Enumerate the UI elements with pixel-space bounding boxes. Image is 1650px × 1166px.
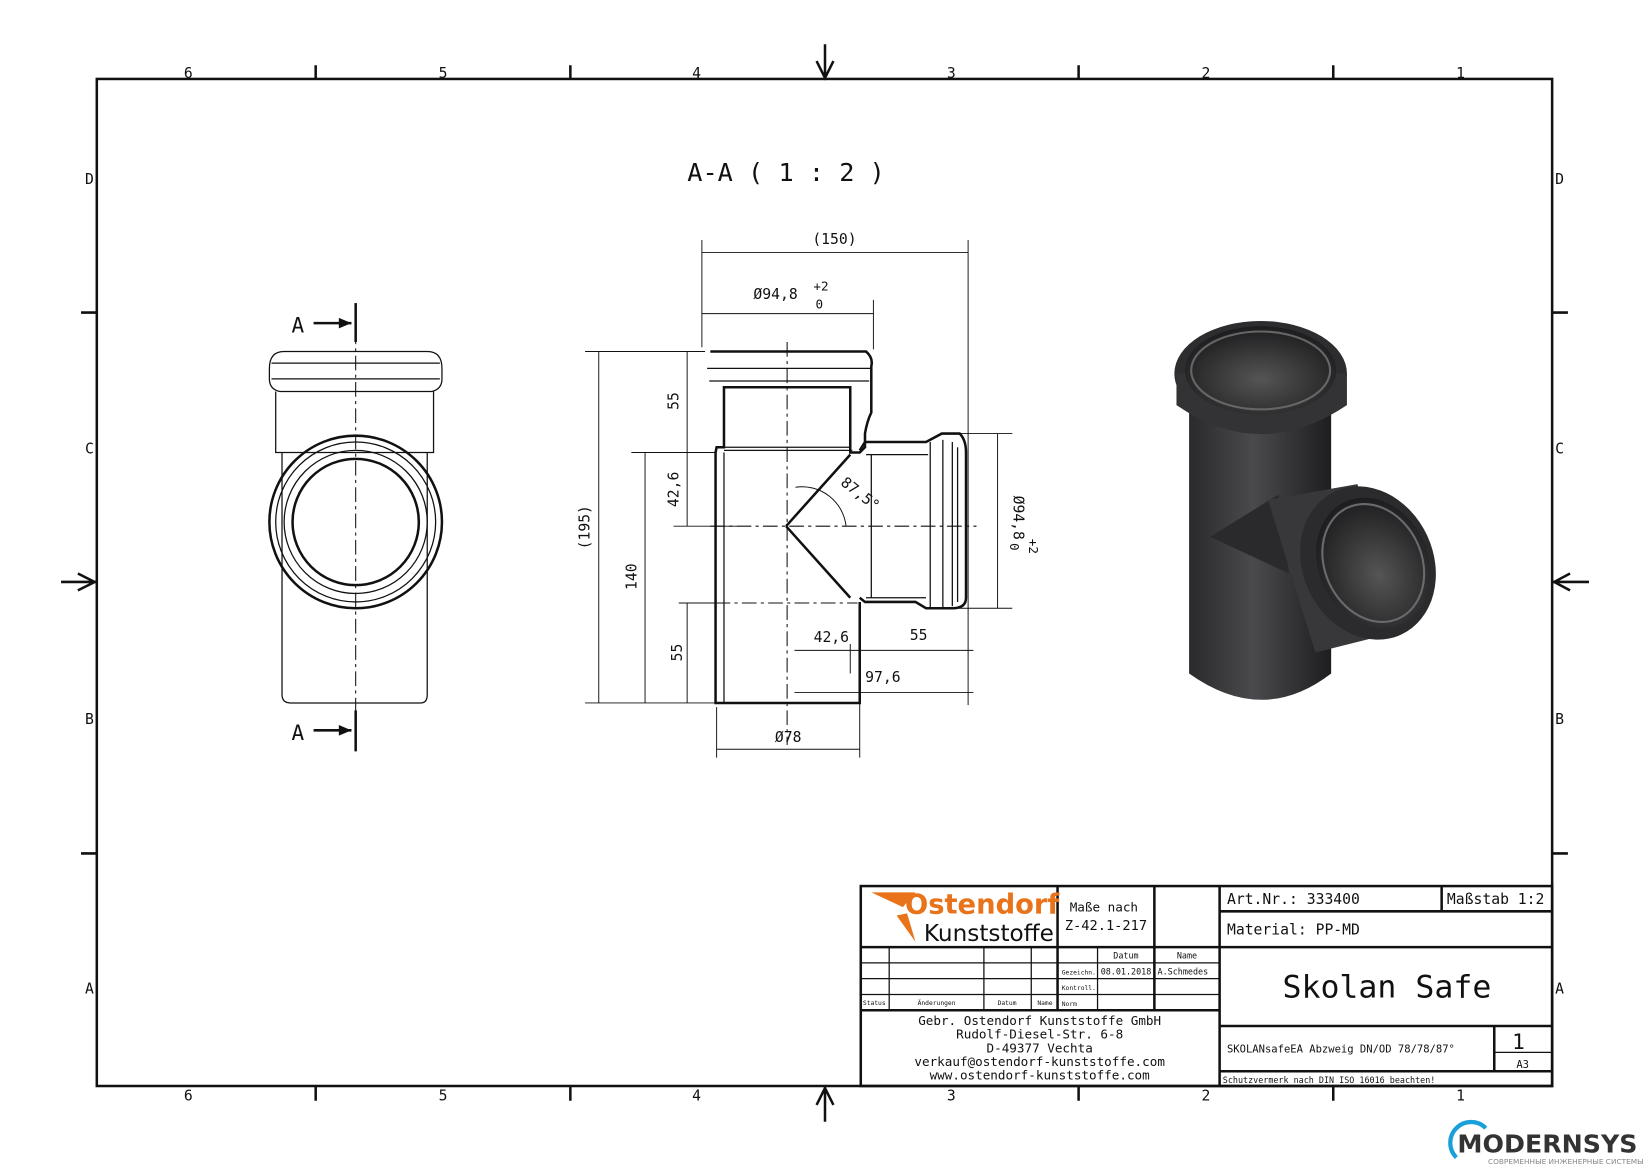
row-label: D [1555, 171, 1564, 188]
dim-branch-length: 97,6 [865, 669, 900, 686]
product-name: Skolan Safe [1282, 970, 1491, 1006]
dim-branch-diameter: Ø94,8 [1009, 496, 1026, 540]
copyright-notice: Schutzvermerk nach DIN ISO 16016 beachte… [1223, 1075, 1436, 1085]
changes-label: Änderungen [918, 998, 956, 1007]
dim-offset-branch: 42,6 [814, 629, 849, 646]
address-line: D-49377 Vechta [987, 1040, 1093, 1055]
row-label: A [85, 980, 94, 997]
angle-label: 87,5° [837, 474, 882, 515]
section-view: 87,5° (150) Ø94,8 +2 0 (195) 140 55 42,6… [576, 231, 1041, 758]
dim-height-140: 140 [624, 563, 641, 590]
column-label: 3 [947, 1088, 956, 1105]
column-label: 4 [692, 65, 701, 82]
dim-spigot-diameter: Ø78 [775, 729, 802, 746]
drawn-label: Gezeichn. [1062, 969, 1096, 976]
row-label: C [85, 441, 94, 458]
drawn-name: A.Schmedes [1158, 966, 1209, 976]
dim-overall-height: (195) [576, 505, 593, 549]
row-label: B [85, 711, 94, 728]
logo-ostendorf: Ostendorf [905, 889, 1060, 920]
scale: Maßstab 1:2 [1447, 891, 1544, 908]
column-label: 3 [947, 65, 956, 82]
row-label: B [1555, 711, 1564, 728]
frame-ticks [61, 44, 1589, 1122]
dim-socket-depth-top: 55 [666, 392, 683, 410]
side-view: A A [268, 303, 444, 752]
dim-socket-depth-bottom: 55 [669, 644, 686, 662]
section-marker-top: A [291, 313, 304, 338]
name-label: Name [1037, 1000, 1052, 1007]
watermark-brand: MODERNSYS [1457, 1129, 1637, 1158]
dim-overall-width: (150) [812, 231, 856, 248]
logo-mark [871, 892, 916, 942]
column-label: 5 [439, 65, 448, 82]
dim-tol-plus: +2 [813, 278, 828, 293]
column-label: 5 [439, 1088, 448, 1105]
address-line: Gebr. Ostendorf Kunststoffe GmbH [918, 1013, 1161, 1028]
title-block: Ostendorf Kunststoffe Maße nach Z-42.1-2… [859, 884, 1554, 1088]
column-label: 2 [1201, 65, 1210, 82]
column-label: 6 [184, 1088, 193, 1105]
section-title: A-A ( 1 : 2 ) [687, 158, 885, 187]
dim-branch-socket: 55 [910, 627, 928, 644]
column-label: 1 [1456, 65, 1465, 82]
column-label: 1 [1456, 1088, 1465, 1105]
sheet-format: A3 [1516, 1059, 1529, 1071]
logo-kunststoffe: Kunststoffe [924, 921, 1054, 947]
norm-label: Maße nach [1070, 899, 1138, 914]
modernsys-watermark: MODERNSYS СОВРЕМЕННЫЕ ИНЖЕНЕРНЫЕ СИСТЕМЫ [1448, 1119, 1644, 1166]
row-label: C [1555, 441, 1564, 458]
dim-socket-diameter: Ø94,8 [753, 286, 797, 303]
norm-value: Z-42.1-217 [1065, 918, 1147, 934]
watermark-tagline: СОВРЕМЕННЫЕ ИНЖЕНЕРНЫЕ СИСТЕМЫ [1488, 1157, 1644, 1166]
dim-tol-zero: 0 [816, 296, 824, 311]
material: Material: PP-MD [1227, 921, 1360, 938]
address-line: Rudolf-Diesel-Str. 6-8 [956, 1027, 1123, 1042]
row-label: D [85, 171, 94, 188]
dim-offset-top: 42,6 [666, 472, 683, 507]
row-label: A [1555, 980, 1564, 997]
status-label: Status [863, 1000, 886, 1007]
norm-row-label: Norm [1062, 1001, 1077, 1008]
dim-branch-tol-zero: 0 [1007, 543, 1022, 551]
name-header: Name [1177, 951, 1197, 961]
datum-header: Datum [1113, 951, 1138, 961]
address-email: verkauf@ostendorf-kunststoffe.com [914, 1054, 1165, 1069]
section-marker-bottom: A [291, 720, 304, 745]
column-label: 4 [692, 1088, 701, 1105]
3d-render [1174, 320, 1436, 700]
address-website: www.ostendorf-kunststoffe.com [930, 1068, 1150, 1083]
drawn-date: 08.01.2018 [1101, 966, 1152, 976]
date-label: Datum [998, 1000, 1017, 1007]
dim-branch-tol-plus: +2 [1026, 539, 1041, 554]
column-label: 2 [1201, 1088, 1210, 1105]
sheet-number: 1 [1512, 1029, 1525, 1054]
description: SKOLANsafeEA Abzweig DN/OD 78/78/87° [1227, 1043, 1455, 1055]
checked-label: Kontroll. [1062, 985, 1096, 992]
column-label: 6 [184, 65, 193, 82]
article-number: Art.Nr.: 333400 [1227, 891, 1360, 908]
